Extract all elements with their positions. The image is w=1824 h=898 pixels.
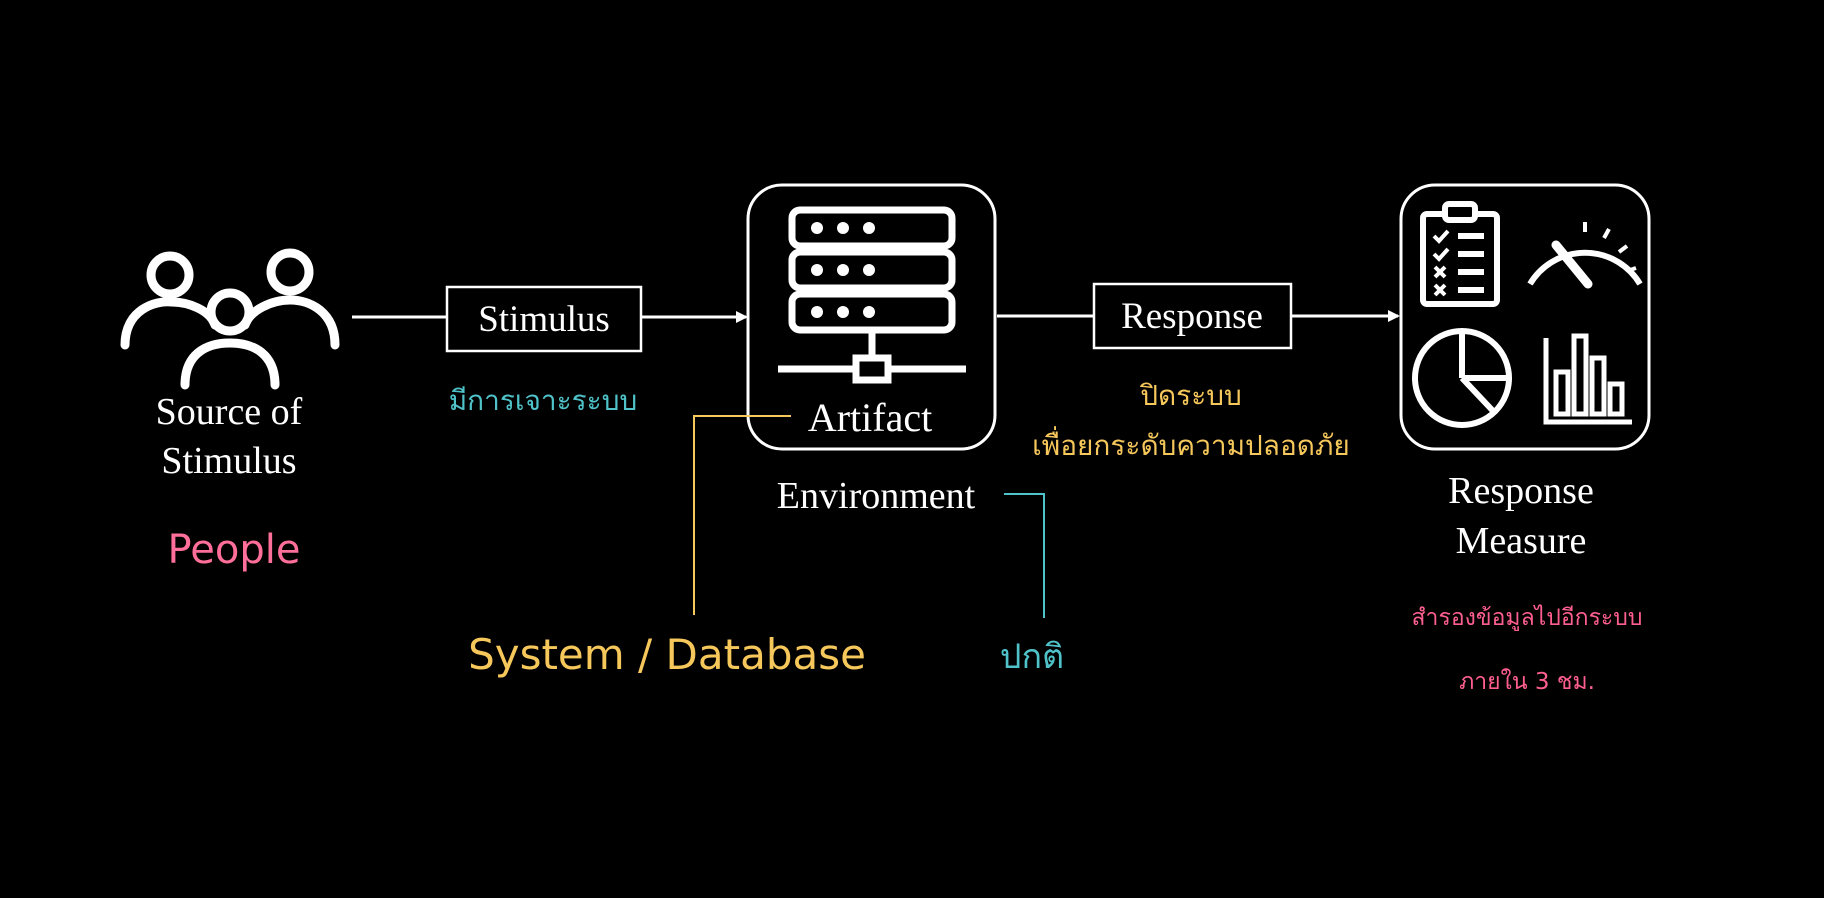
source-label-line1: Source of [155, 391, 303, 433]
pie-chart-icon [1412, 328, 1512, 428]
server-dots [811, 222, 875, 318]
artifact-note: System / Database [468, 630, 866, 679]
clipboard-icon [1420, 201, 1500, 307]
people-note: People [167, 527, 301, 573]
response-note-line2: เพื่อยกระดับความปลอดภัย [1032, 429, 1350, 462]
bar-chart-icon [1543, 333, 1632, 425]
stimulus-label: Stimulus [478, 299, 610, 340]
source-label-line2: Stimulus [161, 440, 297, 482]
response-box [1092, 282, 1293, 350]
measure-note-line2: ภายใน 3 ชม. [1459, 669, 1595, 695]
measure-label-line1: Response [1448, 470, 1594, 512]
response-note-line1: ปิดระบบ [1140, 379, 1242, 412]
measure-label-line2: Measure [1455, 520, 1587, 562]
environment-label: Environment [776, 475, 976, 517]
environment-note-connector [1004, 493, 1045, 618]
environment-note: ปกติ [999, 637, 1065, 677]
response-measure-box [1399, 183, 1651, 451]
response-label: Response [1121, 296, 1263, 337]
gauge-icon [1527, 222, 1643, 289]
stimulus-box [445, 285, 643, 353]
artifact-box [746, 183, 997, 451]
stimulus-note: มีการเจาะระบบ [448, 384, 638, 417]
artifact-label: Artifact [807, 395, 933, 440]
people-icon [120, 248, 340, 390]
server-icon [778, 206, 966, 384]
artifact-note-connector [693, 415, 791, 615]
measure-note-line1: สำรองข้อมูลไปอีกระบบ [1411, 605, 1643, 631]
